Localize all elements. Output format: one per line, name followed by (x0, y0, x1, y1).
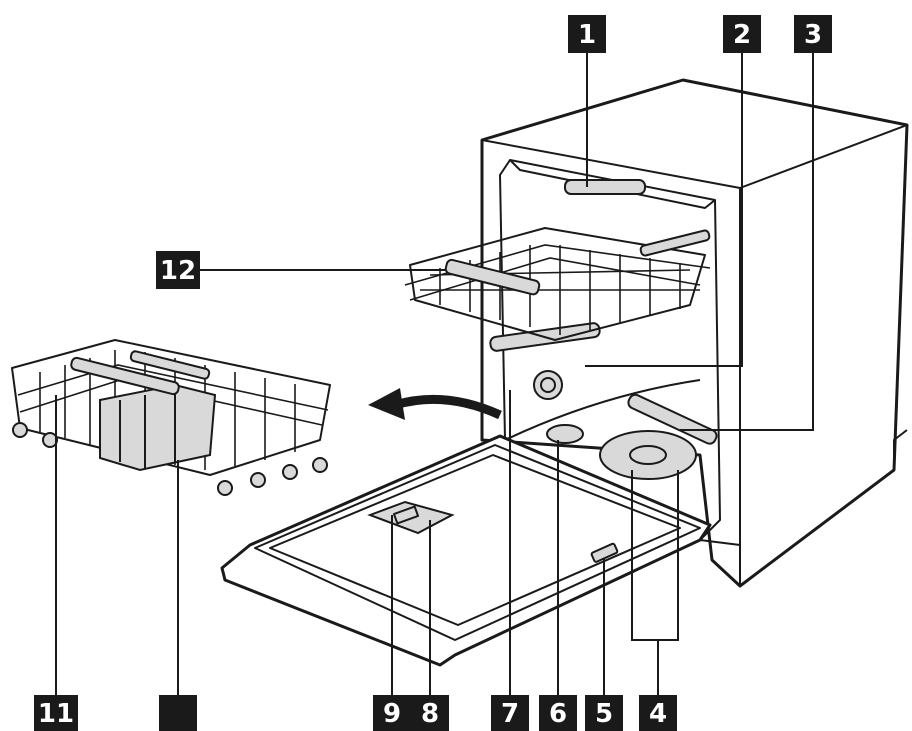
filter-assembly (599, 430, 697, 480)
callout-9-text: 9 (383, 699, 401, 729)
callout-11-text: 11 (38, 699, 74, 729)
callout-2: 2 (723, 15, 761, 53)
callout-8: 8 (411, 695, 449, 731)
callout-5-text: 5 (595, 699, 613, 729)
callout-2-text: 2 (733, 20, 751, 50)
callout-7: 7 (491, 695, 529, 731)
door-latch (590, 542, 619, 563)
callout-4: 4 (639, 695, 677, 731)
upper-basket (404, 227, 711, 341)
callout-3-text: 3 (804, 20, 822, 50)
callout-4-text: 4 (649, 699, 667, 729)
leader-lines (55, 53, 814, 695)
callout-7-text: 7 (501, 699, 519, 729)
callout-1-text: 1 (578, 20, 596, 50)
cutlery-basket (99, 383, 217, 472)
callout-8-text: 8 (421, 699, 439, 729)
callout-6-text: 6 (549, 699, 567, 729)
dishwasher-door (220, 434, 712, 667)
callout-1: 1 (568, 15, 606, 53)
callout-5: 5 (585, 695, 623, 731)
salt-container-cap (546, 424, 584, 444)
removal-arrow-icon (368, 388, 502, 420)
callout-3: 3 (794, 15, 832, 53)
lower-spray-arm (627, 393, 718, 445)
lower-basket (11, 339, 331, 496)
callout-6: 6 (539, 695, 577, 731)
callout-9: 9 (373, 695, 411, 731)
callout-10 (159, 695, 197, 731)
callout-12: 12 (156, 251, 200, 289)
side-wall-knob (533, 370, 563, 400)
callout-11: 11 (34, 695, 78, 731)
callout-12-text: 12 (160, 256, 196, 286)
top-spray-arm (564, 179, 646, 195)
